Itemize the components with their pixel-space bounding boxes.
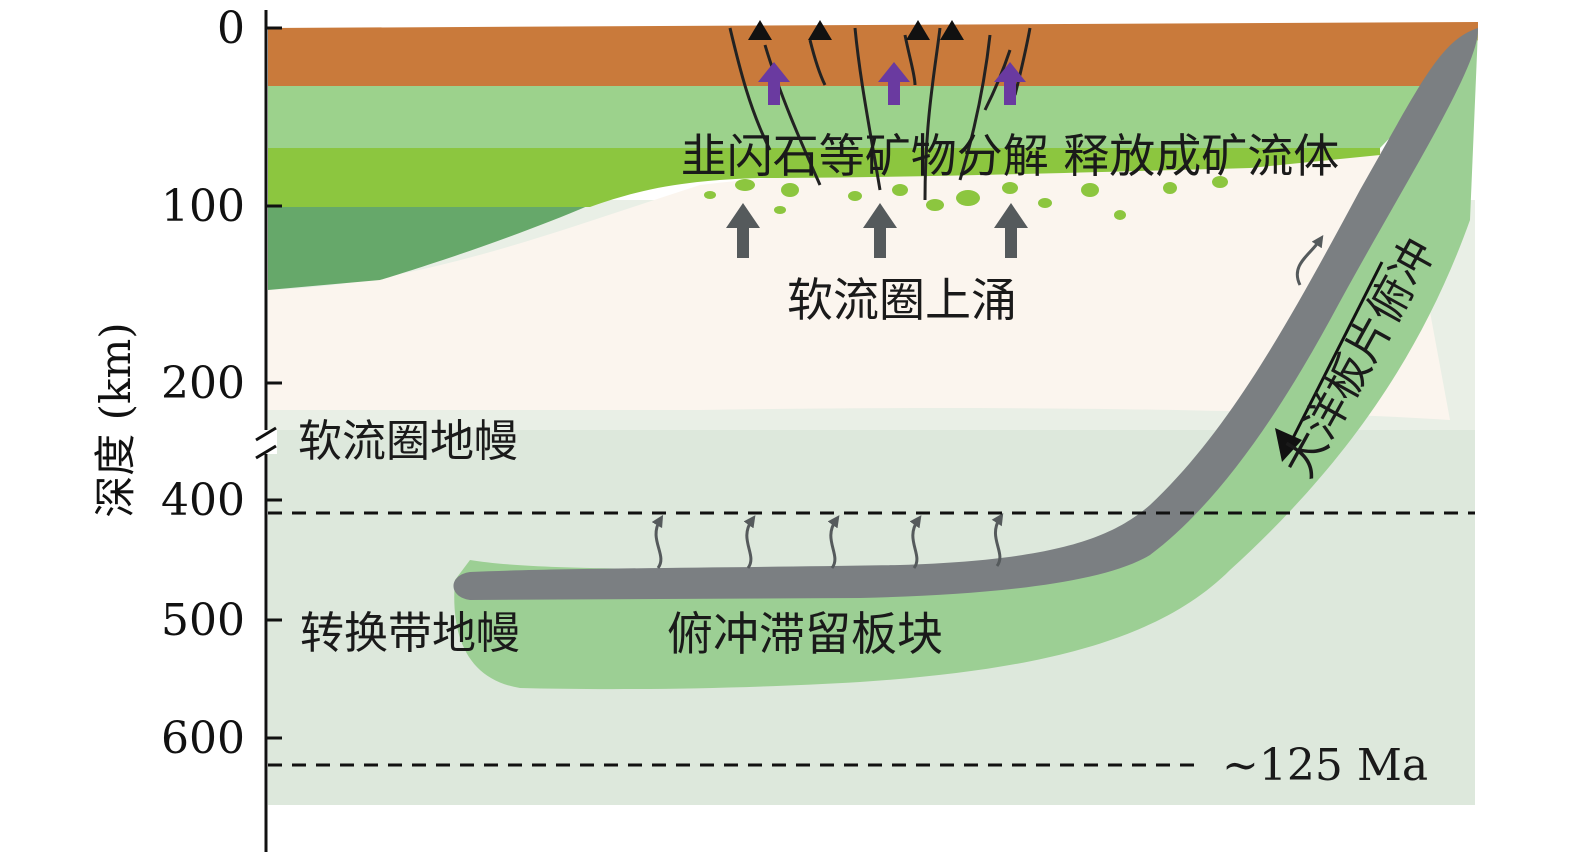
lithosphere-dark-layer bbox=[268, 205, 590, 290]
crust-layer bbox=[268, 22, 1478, 86]
axis-ticks bbox=[266, 26, 282, 740]
label-stagnant-slab: 俯冲滞留板块 bbox=[667, 607, 943, 661]
curved-arrow-icon bbox=[827, 515, 840, 569]
subduction-direction bbox=[1275, 261, 1384, 462]
upwelling-arrows bbox=[726, 203, 1028, 258]
axis-title: 深度 (km) bbox=[91, 322, 140, 517]
tick-label-400: 400 bbox=[161, 475, 245, 526]
tick-label-500: 500 bbox=[161, 595, 245, 646]
tick-label-100: 100 bbox=[161, 181, 245, 232]
magma-arrows bbox=[758, 62, 1026, 105]
volcano-icon bbox=[906, 20, 930, 40]
upwelling-arrow-icon bbox=[994, 203, 1028, 258]
curved-arrow-icon bbox=[909, 515, 922, 569]
volcano-icon bbox=[940, 20, 964, 40]
curved-arrow-icon bbox=[651, 514, 664, 569]
subduction-arrow-icon bbox=[1275, 428, 1302, 462]
purple-arrow-icon bbox=[994, 62, 1026, 105]
tick-label-0: 0 bbox=[217, 3, 245, 54]
purple-arrow-icon bbox=[878, 62, 910, 105]
tick-label-600: 600 bbox=[161, 713, 245, 764]
axis-break-mark bbox=[255, 444, 277, 460]
label-transition-zone-mantle: 转换带地幔 bbox=[300, 608, 520, 659]
label-asthenosphere-upwelling: 软流圈上涌 bbox=[787, 273, 1017, 327]
label-asthenosphere-mantle: 软流圈地幔 bbox=[298, 416, 518, 467]
volcano-icon bbox=[748, 20, 772, 40]
tick-label-200: 200 bbox=[161, 358, 245, 409]
curved-arrow-icon bbox=[1296, 235, 1324, 286]
curved-arrow-icon bbox=[991, 512, 1004, 567]
volcano-markers bbox=[748, 20, 964, 40]
slab-core bbox=[453, 28, 1478, 600]
purple-arrow-icon bbox=[758, 62, 790, 105]
volcanic-conduits bbox=[728, 27, 1032, 201]
upwelling-arrow-icon bbox=[726, 203, 760, 258]
lithosphere-light-layer bbox=[268, 86, 1440, 148]
slab-release-arrows bbox=[651, 235, 1324, 569]
label-age: ~125 Ma bbox=[1222, 740, 1428, 791]
slab-halo bbox=[454, 30, 1479, 690]
label-amphibole-breakdown: 韭闪石等矿物分解 释放成矿流体 bbox=[681, 129, 1340, 183]
lithosphere-bright-layer bbox=[268, 145, 1380, 207]
axis-break-mark bbox=[255, 426, 277, 442]
volcano-icon bbox=[808, 20, 832, 40]
curved-arrow-icon bbox=[743, 515, 756, 569]
asthenosphere-layer bbox=[268, 150, 1450, 420]
fluid-specks bbox=[704, 176, 1228, 220]
upwelling-arrow-icon bbox=[863, 203, 897, 258]
